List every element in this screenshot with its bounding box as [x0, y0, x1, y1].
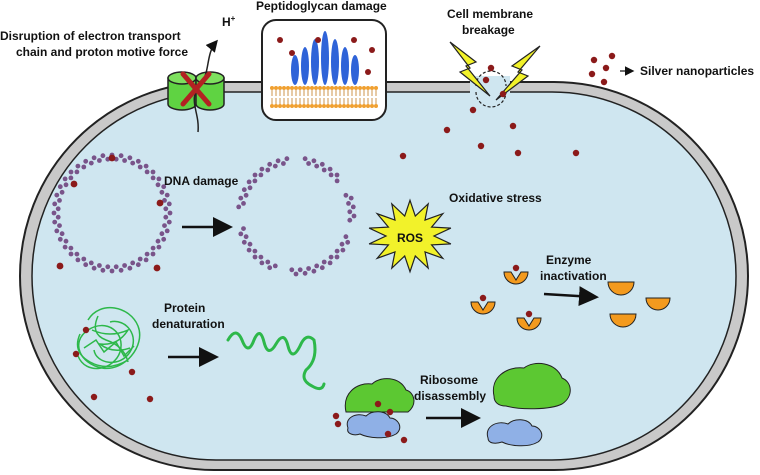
- membrane-label-line2: breakage: [462, 23, 515, 37]
- folded-protein: [76, 306, 141, 370]
- dna-fragmented: [236, 156, 357, 277]
- ribosome-large-subunit: [492, 362, 571, 410]
- etc-channel: [167, 39, 225, 133]
- etc-label-line2: chain and proton motive force: [16, 45, 188, 59]
- enzyme-nanoparticles: [479, 264, 533, 318]
- ribosome-label-line1: Ribosome: [420, 373, 478, 387]
- enzyme-label-line2: inactivation: [540, 269, 607, 283]
- dna-label: DNA damage: [164, 174, 239, 188]
- membrane-breakage: [449, 41, 541, 108]
- enzymes-inactivated: [607, 281, 671, 328]
- lightning-bolt-left: [449, 41, 491, 97]
- ribosome-label-line2: disassembly: [414, 389, 486, 403]
- enzyme-label-line1: Enzyme: [546, 253, 592, 267]
- peptidoglycan-box: [261, 19, 387, 121]
- oxidative-label: Oxidative stress: [449, 191, 542, 205]
- nanoparticles-label: Silver nanoparticles: [640, 64, 754, 78]
- enzyme-arrow: [543, 286, 599, 307]
- ribosome-small-subunit: [486, 419, 543, 447]
- protein-label-line2: denaturation: [152, 317, 225, 331]
- lightning-bolt-right: [495, 45, 541, 101]
- silver-nanoparticles-legend: [588, 52, 616, 86]
- lipid-bilayer: [270, 86, 378, 108]
- membrane-label-line1: Cell membrane: [447, 7, 533, 21]
- proton-label: H+: [222, 14, 236, 29]
- peptido-nanoparticles: [277, 37, 375, 75]
- ros-label: ROS: [397, 231, 423, 245]
- dna-circular-intact: [51, 152, 173, 274]
- protein-nanoparticles: [72, 326, 154, 403]
- enzymes-bound: [470, 271, 542, 331]
- denatured-protein: [226, 331, 326, 391]
- ros-burst: [368, 198, 452, 274]
- protein-label-line1: Protein: [164, 301, 205, 315]
- ribosome-nanoparticles: [332, 400, 408, 444]
- dna-nanoparticles: [56, 154, 164, 272]
- peptidoglycan-strands: [291, 31, 359, 85]
- etc-label-line1: Disruption of electron transport: [0, 29, 181, 43]
- scattered-nanoparticles: [399, 64, 580, 160]
- peptidoglycan-label: Peptidoglycan damage: [256, 0, 387, 13]
